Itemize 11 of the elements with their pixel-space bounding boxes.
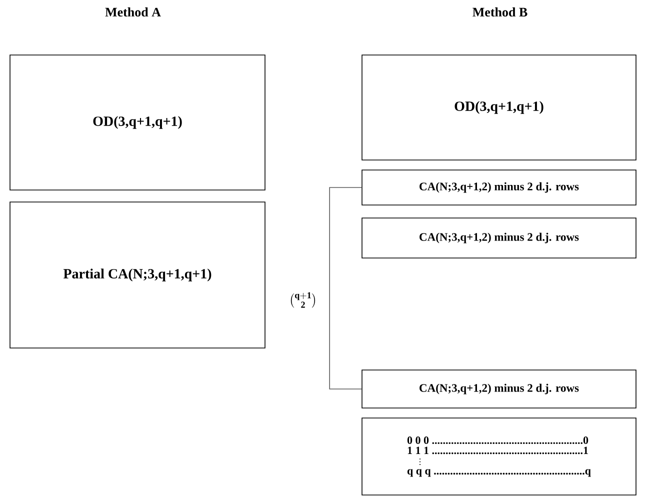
bracket-line	[329, 187, 362, 390]
matrix-box: 0 0 0 .......................................................0 1 1 1 .......................................................1 ⋮ q q q .......................................................q	[362, 418, 636, 496]
column-heading: Method A	[105, 7, 161, 17]
text-box: OD(3,q+1,q+1)	[10, 54, 266, 190]
text-box: CA(N;3,q+1,2) minus 2 d.j. rows	[362, 170, 636, 206]
text-box: OD(3,q+1,q+1)	[362, 54, 636, 160]
text-box: Partial CA(N;3,q+1,q+1)	[10, 202, 266, 348]
binomial-label: $\binom{\mathbf{q+1}}{\mathbf{2}}$	[290, 292, 316, 308]
column-heading: Method B	[472, 7, 528, 17]
text-box: CA(N;3,q+1,2) minus 2 d.j. rows	[362, 218, 636, 258]
text-box: CA(N;3,q+1,2) minus 2 d.j. rows	[362, 370, 636, 408]
